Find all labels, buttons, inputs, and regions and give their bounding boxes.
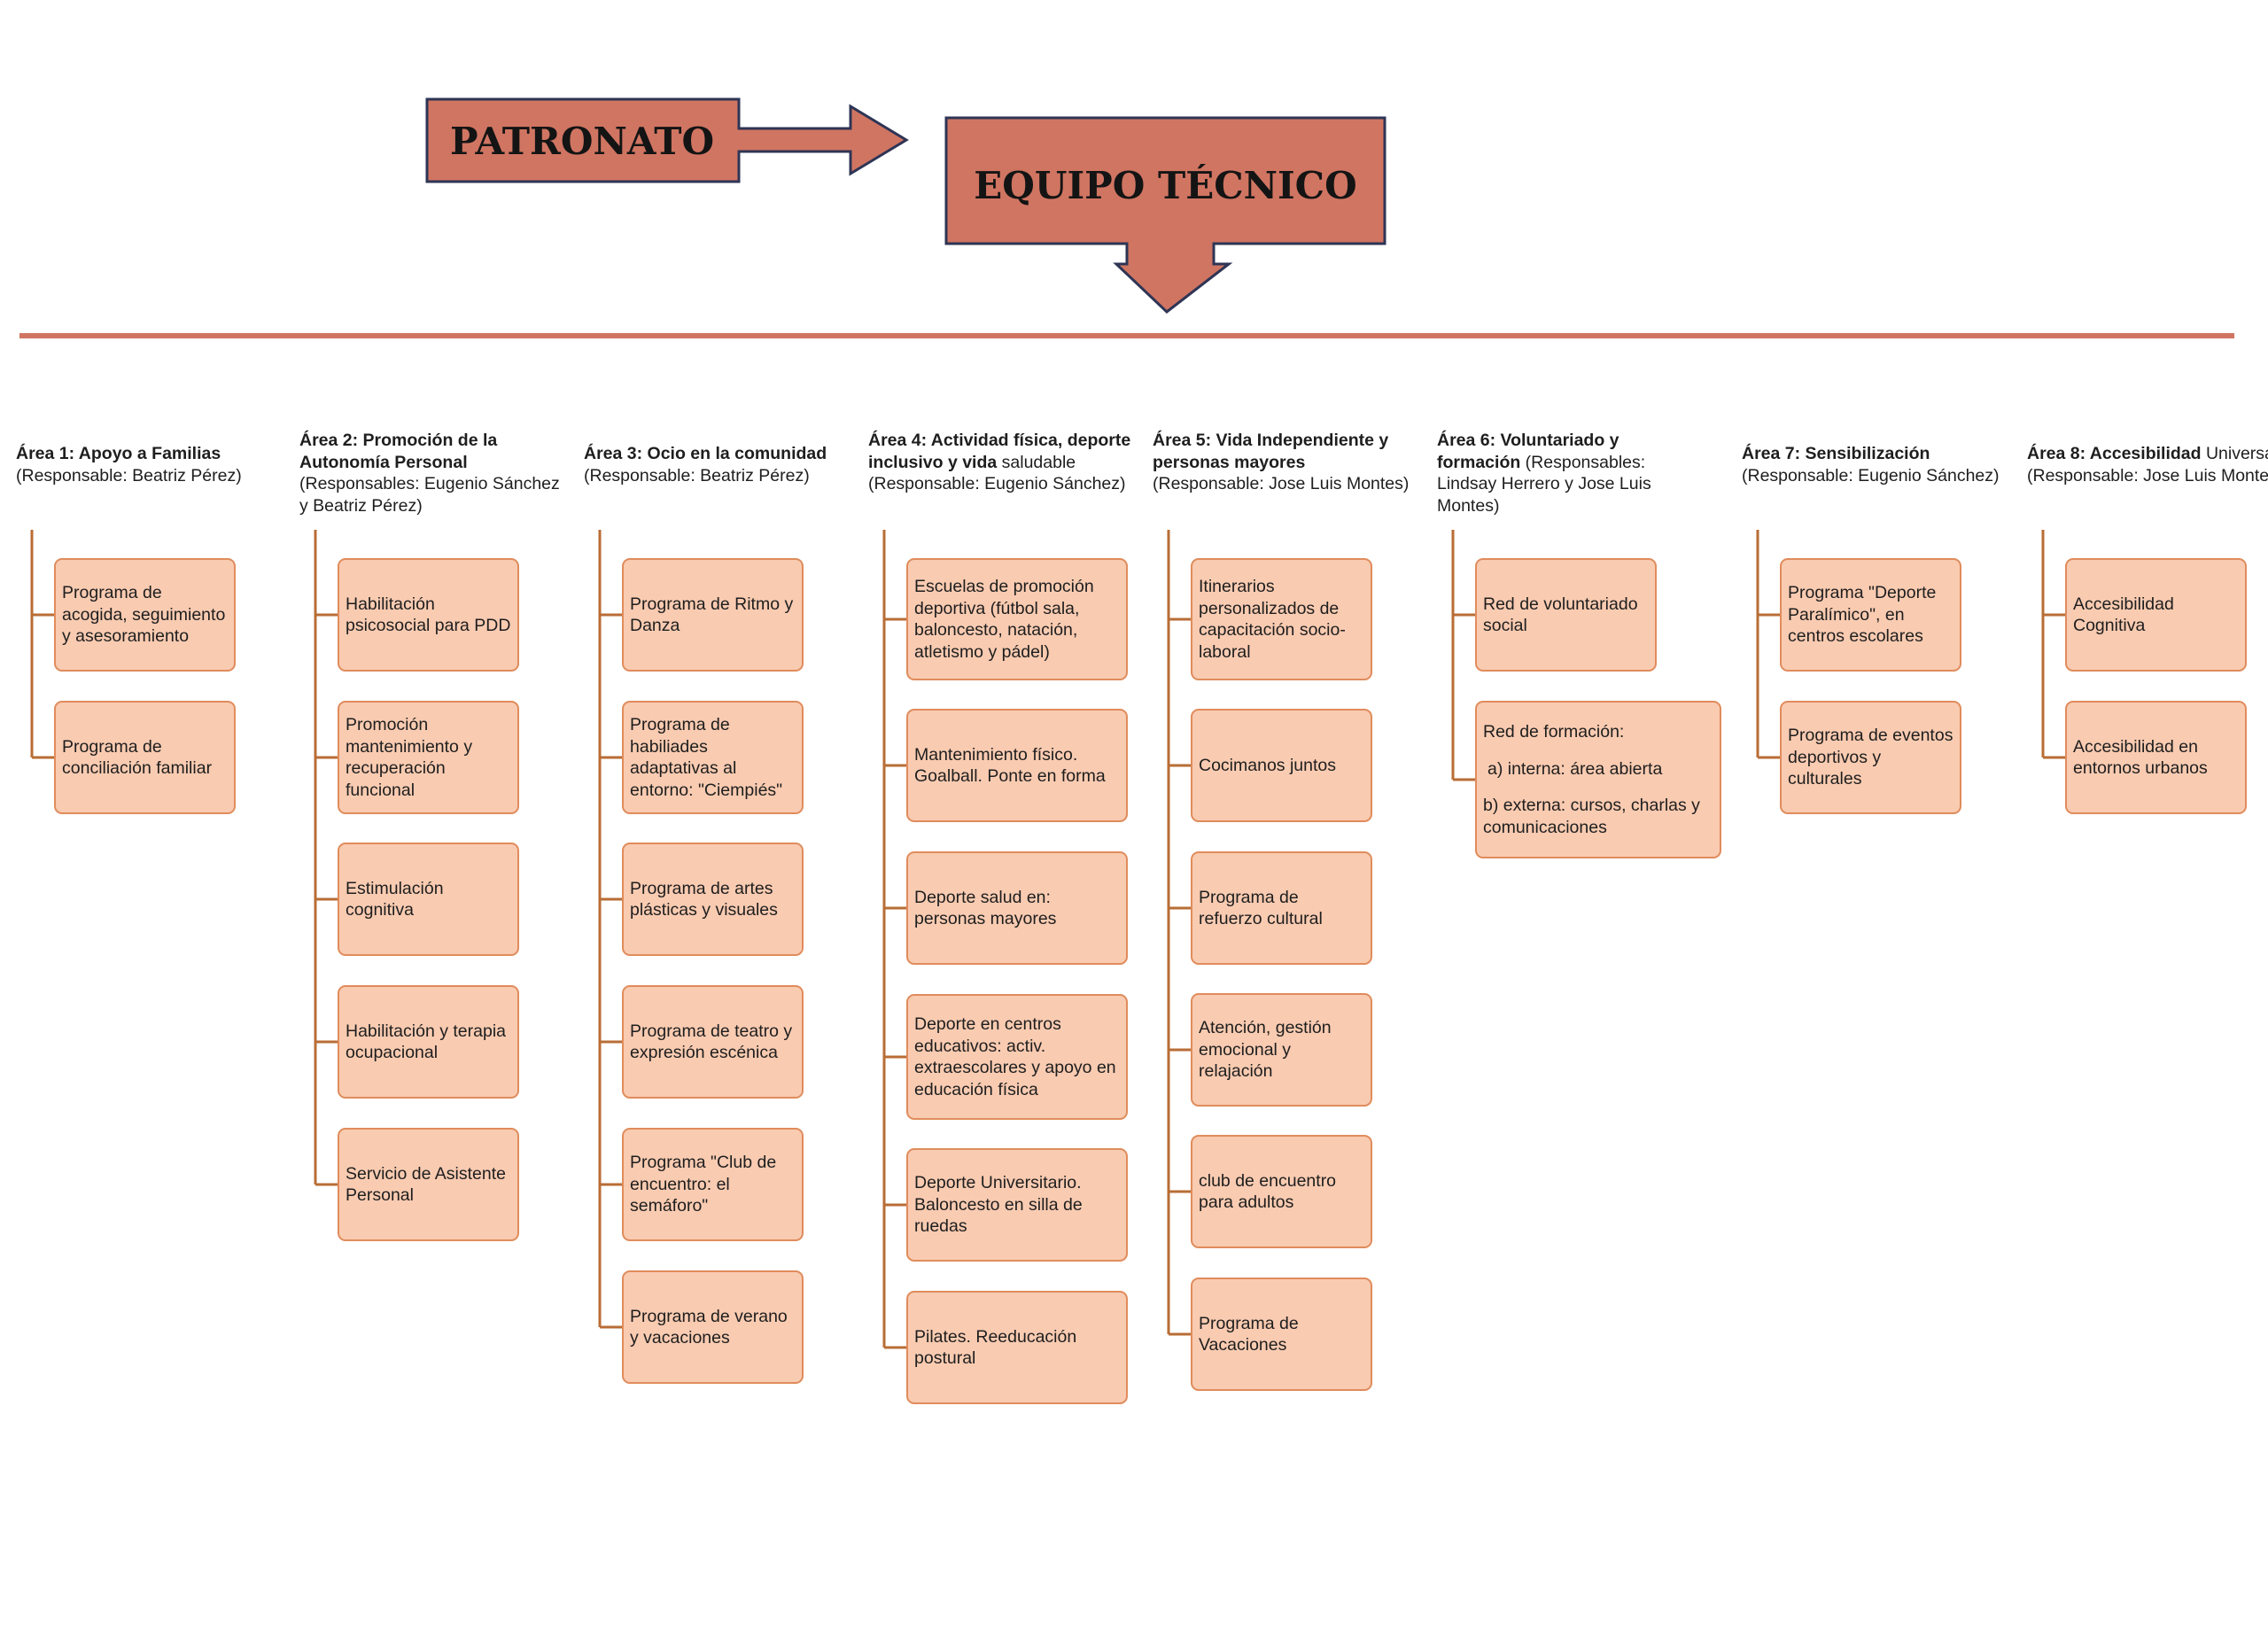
area-2-program-box: Servicio de Asistente Personal <box>338 1128 519 1241</box>
program-text: Itinerarios personalizados de capacitaci… <box>1199 577 1346 662</box>
program-text: Promoción mantenimiento y recuperación f… <box>346 715 473 800</box>
program-text: Programa de verano y vacaciones <box>630 1306 788 1348</box>
area-3-responsible: (Responsable: Beatriz Pérez) <box>584 465 810 485</box>
program-text: Programa de acogida, seguimiento y aseso… <box>62 583 226 647</box>
area-3-program-box: Programa "Club de encuentro: el semáforo… <box>622 1128 804 1241</box>
area-8-label: Área 8: Accesibilidad Universal (Respons… <box>2027 443 2268 486</box>
area-5-program-box: club de encuentro para adultos <box>1191 1135 1372 1248</box>
program-text: Escuelas de promoción deportiva (fútbol … <box>914 577 1094 662</box>
area-8-program-box: Accesibilidad en entornos urbanos <box>2065 701 2247 814</box>
area-2-program-box: Habilitación y terapia ocupacional <box>338 985 519 1099</box>
area-4-responsible: saludable (Responsable: Eugenio Sánchez) <box>868 452 1126 494</box>
area-6-responsible: (Responsables: Lindsay Herrero y Jose Lu… <box>1437 452 1651 516</box>
area-5-program-box: Programa de refuerzo cultural <box>1191 851 1372 965</box>
area-5-label: Área 5: Vida Independiente y personas ma… <box>1153 430 1418 495</box>
program-text: Accesibilidad en entornos urbanos <box>2073 736 2208 779</box>
area-2-program-box: Habilitación psicosocial para PDD <box>338 558 519 672</box>
program-text: Pilates. Reeducación postural <box>914 1326 1077 1369</box>
area-7-program-box: Programa de eventos deportivos y cultura… <box>1780 701 1961 814</box>
area-2-responsible: (Responsables: Eugenio Sánchez y Beatriz… <box>299 474 560 516</box>
program-text: Red de voluntariado social <box>1483 594 1638 636</box>
area-4-title: Área 4: Actividad física, deporte inclus… <box>868 431 1131 472</box>
area-7-label: Área 7: Sensibilización (Responsable: Eu… <box>1742 443 2008 486</box>
connector-lines <box>30 530 2065 1349</box>
program-text: Programa de eventos deportivos y cultura… <box>1788 726 1953 789</box>
program-text: Programa de Vacaciones <box>1199 1313 1299 1355</box>
area-4-label: Área 4: Actividad física, deporte inclus… <box>868 430 1134 495</box>
area-4-program-box: Pilates. Reeducación postural <box>906 1291 1128 1404</box>
program-text: Estimulación cognitiva <box>346 878 444 920</box>
area-4-program-box: Deporte Universitario. Baloncesto en sil… <box>906 1148 1128 1262</box>
area-3-program-box: Programa de habiliades adaptativas al en… <box>622 701 804 814</box>
program-text: Programa de artes plásticas y visuales <box>630 878 778 920</box>
equipo-tecnico-title: EQUIPO TÉCNICO <box>974 164 1357 207</box>
area-2-label: Área 2: Promoción de la Autonomía Person… <box>299 430 565 516</box>
area-1-program-box: Programa de conciliación familiar <box>54 701 236 814</box>
area-4-program-box: Deporte salud en: personas mayores <box>906 851 1128 965</box>
area-7-program-box: Programa "Deporte Paralímico", en centro… <box>1780 558 1961 672</box>
program-text: a) interna: área abierta <box>1487 758 1663 779</box>
area-8-responsible: Universal (Responsable: Jose Luis Montes… <box>2027 444 2268 485</box>
area-1-responsible: (Responsable: Beatriz Pérez) <box>16 465 242 485</box>
program-text: Cocimanos juntos <box>1199 755 1336 775</box>
patronato-title: PATRONATO <box>449 120 715 163</box>
program-text: Habilitación psicosocial para PDD <box>346 594 511 636</box>
program-text: Programa de teatro y expresión escénica <box>630 1021 793 1063</box>
patronato-arrow-shape <box>425 97 909 183</box>
area-3-program-box: Programa de verano y vacaciones <box>622 1270 804 1384</box>
area-5-responsible: (Responsable: Jose Luis Montes) <box>1153 474 1410 493</box>
area-2-title: Área 2: Promoción de la Autonomía Person… <box>299 431 498 472</box>
area-3-program-box: Programa de teatro y expresión escénica <box>622 985 804 1099</box>
program-text: Programa de habiliades adaptativas al en… <box>630 715 783 800</box>
area-3-title: Área 3: Ocio en la comunidad <box>584 444 827 463</box>
program-text: Servicio de Asistente Personal <box>346 1163 507 1206</box>
area-6-program-box: Red de formación: a) interna: área abiert… <box>1475 701 1721 858</box>
program-text: Deporte en centros educativos: activ. ex… <box>914 1014 1116 1099</box>
area-6-label: Área 6: Voluntariado y formación (Respon… <box>1437 430 1703 516</box>
area-5-title: Área 5: Vida Independiente y personas ma… <box>1153 431 1389 472</box>
program-text: Programa de conciliación familiar <box>62 736 213 779</box>
program-text: Programa de Ritmo y Danza <box>630 594 794 636</box>
equipo-tecnico-arrow-shape <box>944 116 1386 314</box>
area-6-program-box: Red de voluntariado social <box>1475 558 1657 672</box>
area-4-program-box: Mantenimiento físico. Goalball. Ponte en… <box>906 709 1128 822</box>
area-1-title: Área 1: Apoyo a Familias <box>16 444 221 463</box>
program-text: Atención, gestión emocional y relajación <box>1199 1018 1332 1082</box>
area-1-program-box: Programa de acogida, seguimiento y aseso… <box>54 558 236 672</box>
area-8-title: Área 8: Accesibilidad <box>2027 444 2202 463</box>
area-6-title: Área 6: Voluntariado y formación <box>1437 431 1619 472</box>
area-5-program-box: Atención, gestión emocional y relajación <box>1191 993 1372 1107</box>
program-text: Deporte salud en: personas mayores <box>914 887 1057 929</box>
area-1-label: Área 1: Apoyo a Familias (Responsable: B… <box>16 443 282 486</box>
program-text: Mantenimiento físico. Goalball. Ponte en… <box>914 744 1106 787</box>
program-text: Red de formación: <box>1483 722 1625 742</box>
area-7-responsible: (Responsable: Eugenio Sánchez) <box>1742 465 2000 485</box>
program-text: Programa de refuerzo cultural <box>1199 887 1323 929</box>
area-4-program-box: Escuelas de promoción deportiva (fútbol … <box>906 558 1128 680</box>
area-5-program-box: Cocimanos juntos <box>1191 709 1372 822</box>
program-text: Programa "Deporte Paralímico", en centro… <box>1788 583 1937 647</box>
program-text: club de encuentro para adultos <box>1199 1170 1337 1213</box>
area-5-program-box: Programa de Vacaciones <box>1191 1278 1372 1391</box>
area-8-program-box: Accesibilidad Cognitiva <box>2065 558 2247 672</box>
area-4-program-box: Deporte en centros educativos: activ. ex… <box>906 994 1128 1120</box>
program-text: Accesibilidad Cognitiva <box>2073 594 2174 636</box>
program-text: b) externa: cursos, charlas y comunicaci… <box>1483 796 1700 837</box>
area-2-program-box: Estimulación cognitiva <box>338 843 519 956</box>
program-text: Deporte Universitario. Baloncesto en sil… <box>914 1173 1083 1237</box>
area-3-label: Área 3: Ocio en la comunidad (Responsabl… <box>584 443 850 486</box>
area-3-program-box: Programa de artes plásticas y visuales <box>622 843 804 956</box>
area-5-program-box: Itinerarios personalizados de capacitaci… <box>1191 558 1372 680</box>
area-2-program-box: Promoción mantenimiento y recuperación f… <box>338 701 519 814</box>
area-7-title: Área 7: Sensibilización <box>1742 444 1930 463</box>
program-text: Habilitación y terapia ocupacional <box>346 1021 507 1063</box>
program-text: Programa "Club de encuentro: el semáforo… <box>630 1153 777 1216</box>
area-3-program-box: Programa de Ritmo y Danza <box>622 558 804 672</box>
